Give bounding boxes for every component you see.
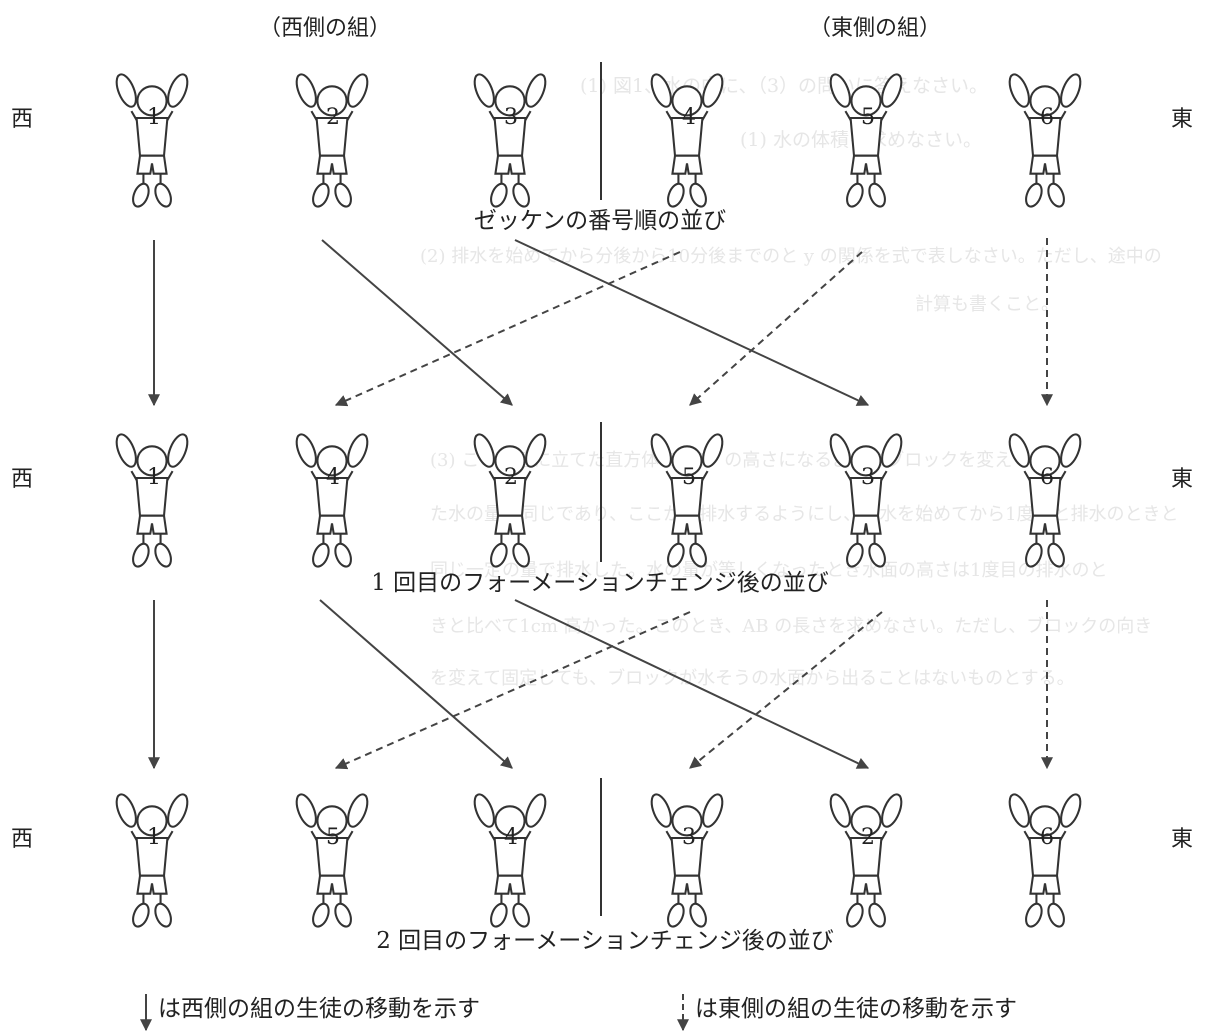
west-label: 西 (11, 467, 33, 492)
bib-number: 3 (504, 105, 518, 130)
student-figure: 4 (646, 70, 728, 211)
bib-number: 1 (147, 825, 161, 850)
west-label: 西 (11, 107, 33, 132)
student-figure: 5 (825, 70, 907, 211)
west-move-arrow (514, 599, 870, 769)
bib-number: 6 (1040, 105, 1054, 130)
east-group-header: （東側の組） (809, 16, 941, 41)
ghost-line: (2) 排水を始めてから分後から10分後までのと y の関係を式で表しなさい。た… (420, 246, 1162, 267)
row-2-caption: 1 回目のフォーメーションチェンジ後の並び (371, 570, 829, 596)
bib-number: 4 (682, 105, 696, 130)
west-group-header: （西側の組） (259, 16, 391, 41)
ghost-line: た水の量は同じであり、ここから排水するようにし、排水を始めてから1度目と排水のと… (430, 504, 1179, 525)
east-move-arrow (689, 611, 883, 769)
legend-solid-text: は西側の組の生徒の移動を示す (158, 996, 480, 1022)
student-figure: 6 (1004, 70, 1086, 211)
east-move-arrow (334, 611, 691, 770)
east-label: 東 (1171, 827, 1193, 852)
west-label: 西 (11, 827, 33, 852)
student-figure: 2 (825, 790, 907, 931)
row-1-figures: 1 2 3 4 5 6 (111, 70, 1086, 211)
row-3-caption: 2 回目のフォーメーションチェンジ後の並び (376, 928, 834, 954)
ghost-line: を変えて固定しても、ブロックが水そうの水面から出ることはないものとする。 (430, 667, 1075, 689)
student-figure: 2 (291, 70, 373, 211)
student-figure: 1 (111, 70, 193, 211)
bib-number: 2 (504, 465, 518, 490)
student-figure: 3 (825, 430, 907, 571)
west-move-arrow (321, 239, 513, 406)
bib-number: 4 (504, 825, 518, 850)
ghost-line: きと比べて1cm 高かった。このとき、AB の長さを求めなさい。ただし、ブロック… (430, 615, 1152, 637)
legend-dashed-text: は東側の組の生徒の移動を示す (695, 996, 1017, 1022)
ghost-line: (1) 図1、水の中に、（3）の問いに答えなさい。 (580, 75, 988, 97)
student-figure: 4 (469, 790, 551, 931)
bib-number: 1 (147, 465, 161, 490)
student-figure: 1 (111, 430, 193, 571)
ghost-line: 計算も書くこと。 (915, 294, 1059, 315)
bib-number: 6 (1040, 825, 1054, 850)
row-1-caption: ゼッケンの番号順の並び (474, 208, 726, 234)
arrows-first-change (148, 238, 1053, 407)
bib-number: 2 (326, 105, 340, 130)
row-2-figures: 1 4 2 5 3 6 (111, 430, 1086, 571)
student-figure: 3 (469, 70, 551, 211)
arrows-second-change (148, 599, 1053, 770)
student-figure: 3 (646, 790, 728, 931)
east-move-arrow (689, 251, 863, 406)
west-move-arrow (514, 239, 870, 406)
student-figure: 6 (1004, 430, 1086, 571)
bleed-through-text: (1) 図1、水の中に、（3）の問いに答えなさい。 (1) 水の体積を求めなさい… (420, 75, 1179, 689)
student-figure: 1 (111, 790, 193, 931)
bib-number: 1 (147, 105, 161, 130)
bib-number: 3 (682, 825, 696, 850)
bib-number: 4 (326, 465, 340, 490)
legend: は西側の組の生徒の移動を示す は東側の組の生徒の移動を示す (140, 994, 1017, 1032)
student-figure: 5 (646, 430, 728, 571)
bib-number: 5 (682, 465, 696, 490)
ghost-line: 同じ一定の量で排水した。水の量が等しくなったとき水面の高さは1度目の排水のと (430, 560, 1107, 581)
student-figure: 4 (291, 430, 373, 571)
bib-number: 6 (1040, 465, 1054, 490)
bib-number: 5 (861, 105, 875, 130)
row-3-figures: 1 5 4 3 2 6 (111, 790, 1086, 931)
east-label: 東 (1171, 467, 1193, 492)
bib-number: 5 (326, 825, 340, 850)
west-move-arrow (319, 599, 513, 769)
student-figure: 2 (469, 430, 551, 571)
bib-number: 2 (861, 825, 875, 850)
bib-number: 3 (861, 465, 875, 490)
student-figure: 5 (291, 790, 373, 931)
east-label: 東 (1171, 107, 1193, 132)
east-move-arrow (334, 251, 681, 407)
student-figure: 6 (1004, 790, 1086, 931)
